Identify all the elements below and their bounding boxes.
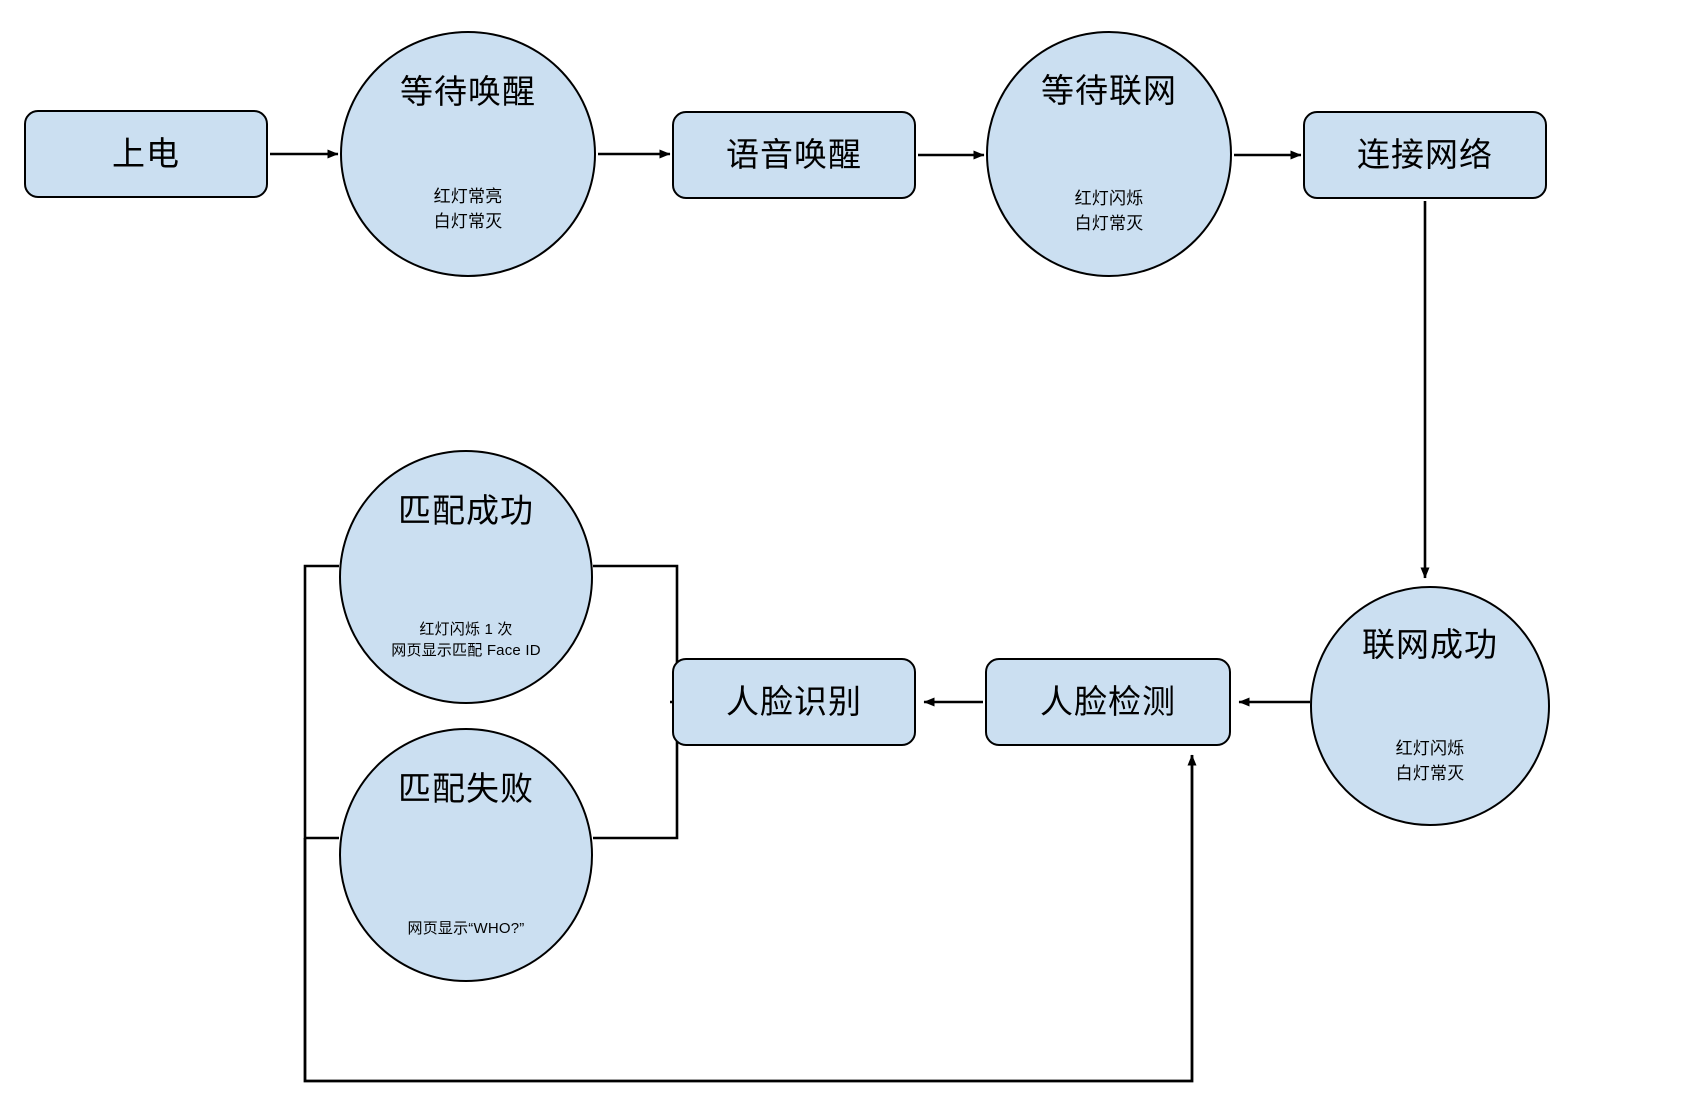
node-connect-network-title: 连接网络 [1357,136,1493,174]
edge-match-results-left-bracket [303,564,339,840]
node-match-success[interactable]: 匹配成功 红灯闪烁 1 次 网页显示匹配 Face ID [339,450,593,704]
node-wait-network-title: 等待联网 [1041,71,1177,109]
node-network-success-sub: 红灯闪烁 白灯常灭 [1395,738,1465,783]
node-power-on-title: 上电 [112,135,180,173]
node-face-detect-title: 人脸检测 [1040,683,1176,721]
node-power-on[interactable]: 上电 [24,110,268,198]
node-voice-wakeup[interactable]: 语音唤醒 [672,111,916,199]
node-match-fail[interactable]: 匹配失败 网页显示“WHO?” [339,728,593,982]
node-match-fail-sub: 网页显示“WHO?” [407,920,525,938]
node-wait-network-sub: 红灯闪烁 白灯常灭 [1074,189,1144,233]
node-match-success-sub: 红灯闪烁 1 次 网页显示匹配 Face ID [391,620,541,660]
edge-face-recognize-to-match-results [593,564,679,840]
node-network-success-title: 联网成功 [1362,625,1498,663]
node-wait-wakeup[interactable]: 等待唤醒 红灯常亮 白灯常灭 [340,31,596,277]
node-face-detect[interactable]: 人脸检测 [985,658,1231,746]
node-match-fail-title: 匹配失败 [398,770,534,807]
node-wait-wakeup-title: 等待唤醒 [400,73,536,111]
node-match-success-title: 匹配成功 [398,492,534,529]
node-network-success[interactable]: 联网成功 红灯闪烁 白灯常灭 [1310,586,1550,826]
node-wait-network[interactable]: 等待联网 红灯闪烁 白灯常灭 [986,31,1232,277]
node-face-recognize[interactable]: 人脸识别 [672,658,916,746]
node-voice-wakeup-title: 语音唤醒 [726,136,862,174]
node-wait-wakeup-sub: 红灯常亮 白灯常灭 [433,187,503,232]
node-connect-network[interactable]: 连接网络 [1303,111,1547,199]
node-face-recognize-title: 人脸识别 [726,683,862,721]
